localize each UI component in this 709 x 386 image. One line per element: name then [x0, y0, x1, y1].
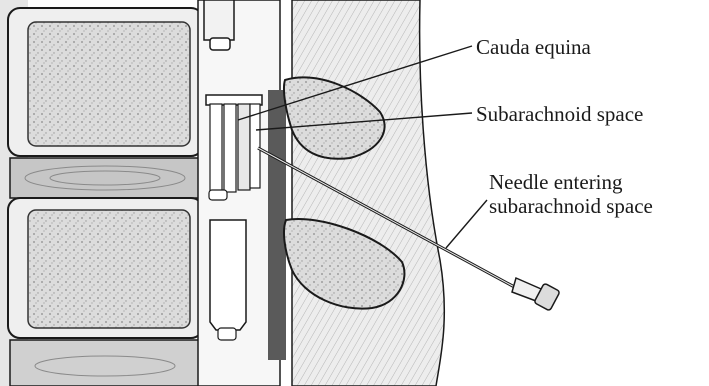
label-needle-entering: Needle entering subarachnoid space: [489, 170, 653, 218]
lower-vertebral-body: [8, 198, 203, 338]
upper-vertebral-body: [8, 8, 203, 156]
cauda-equina-nerve-roots: [206, 95, 262, 200]
intervertebral-disc: [10, 158, 202, 198]
lower-disc: [10, 340, 202, 386]
label-needle-line2: subarachnoid space: [489, 194, 653, 218]
label-subarachnoid-space: Subarachnoid space: [476, 102, 643, 126]
nerve-sheath-lower: [210, 220, 246, 340]
label-cauda-equina: Cauda equina: [476, 35, 591, 59]
leader-needle: [446, 200, 487, 248]
posterior-soft-tissue: [292, 0, 444, 386]
label-needle-line1: Needle entering: [489, 170, 653, 194]
